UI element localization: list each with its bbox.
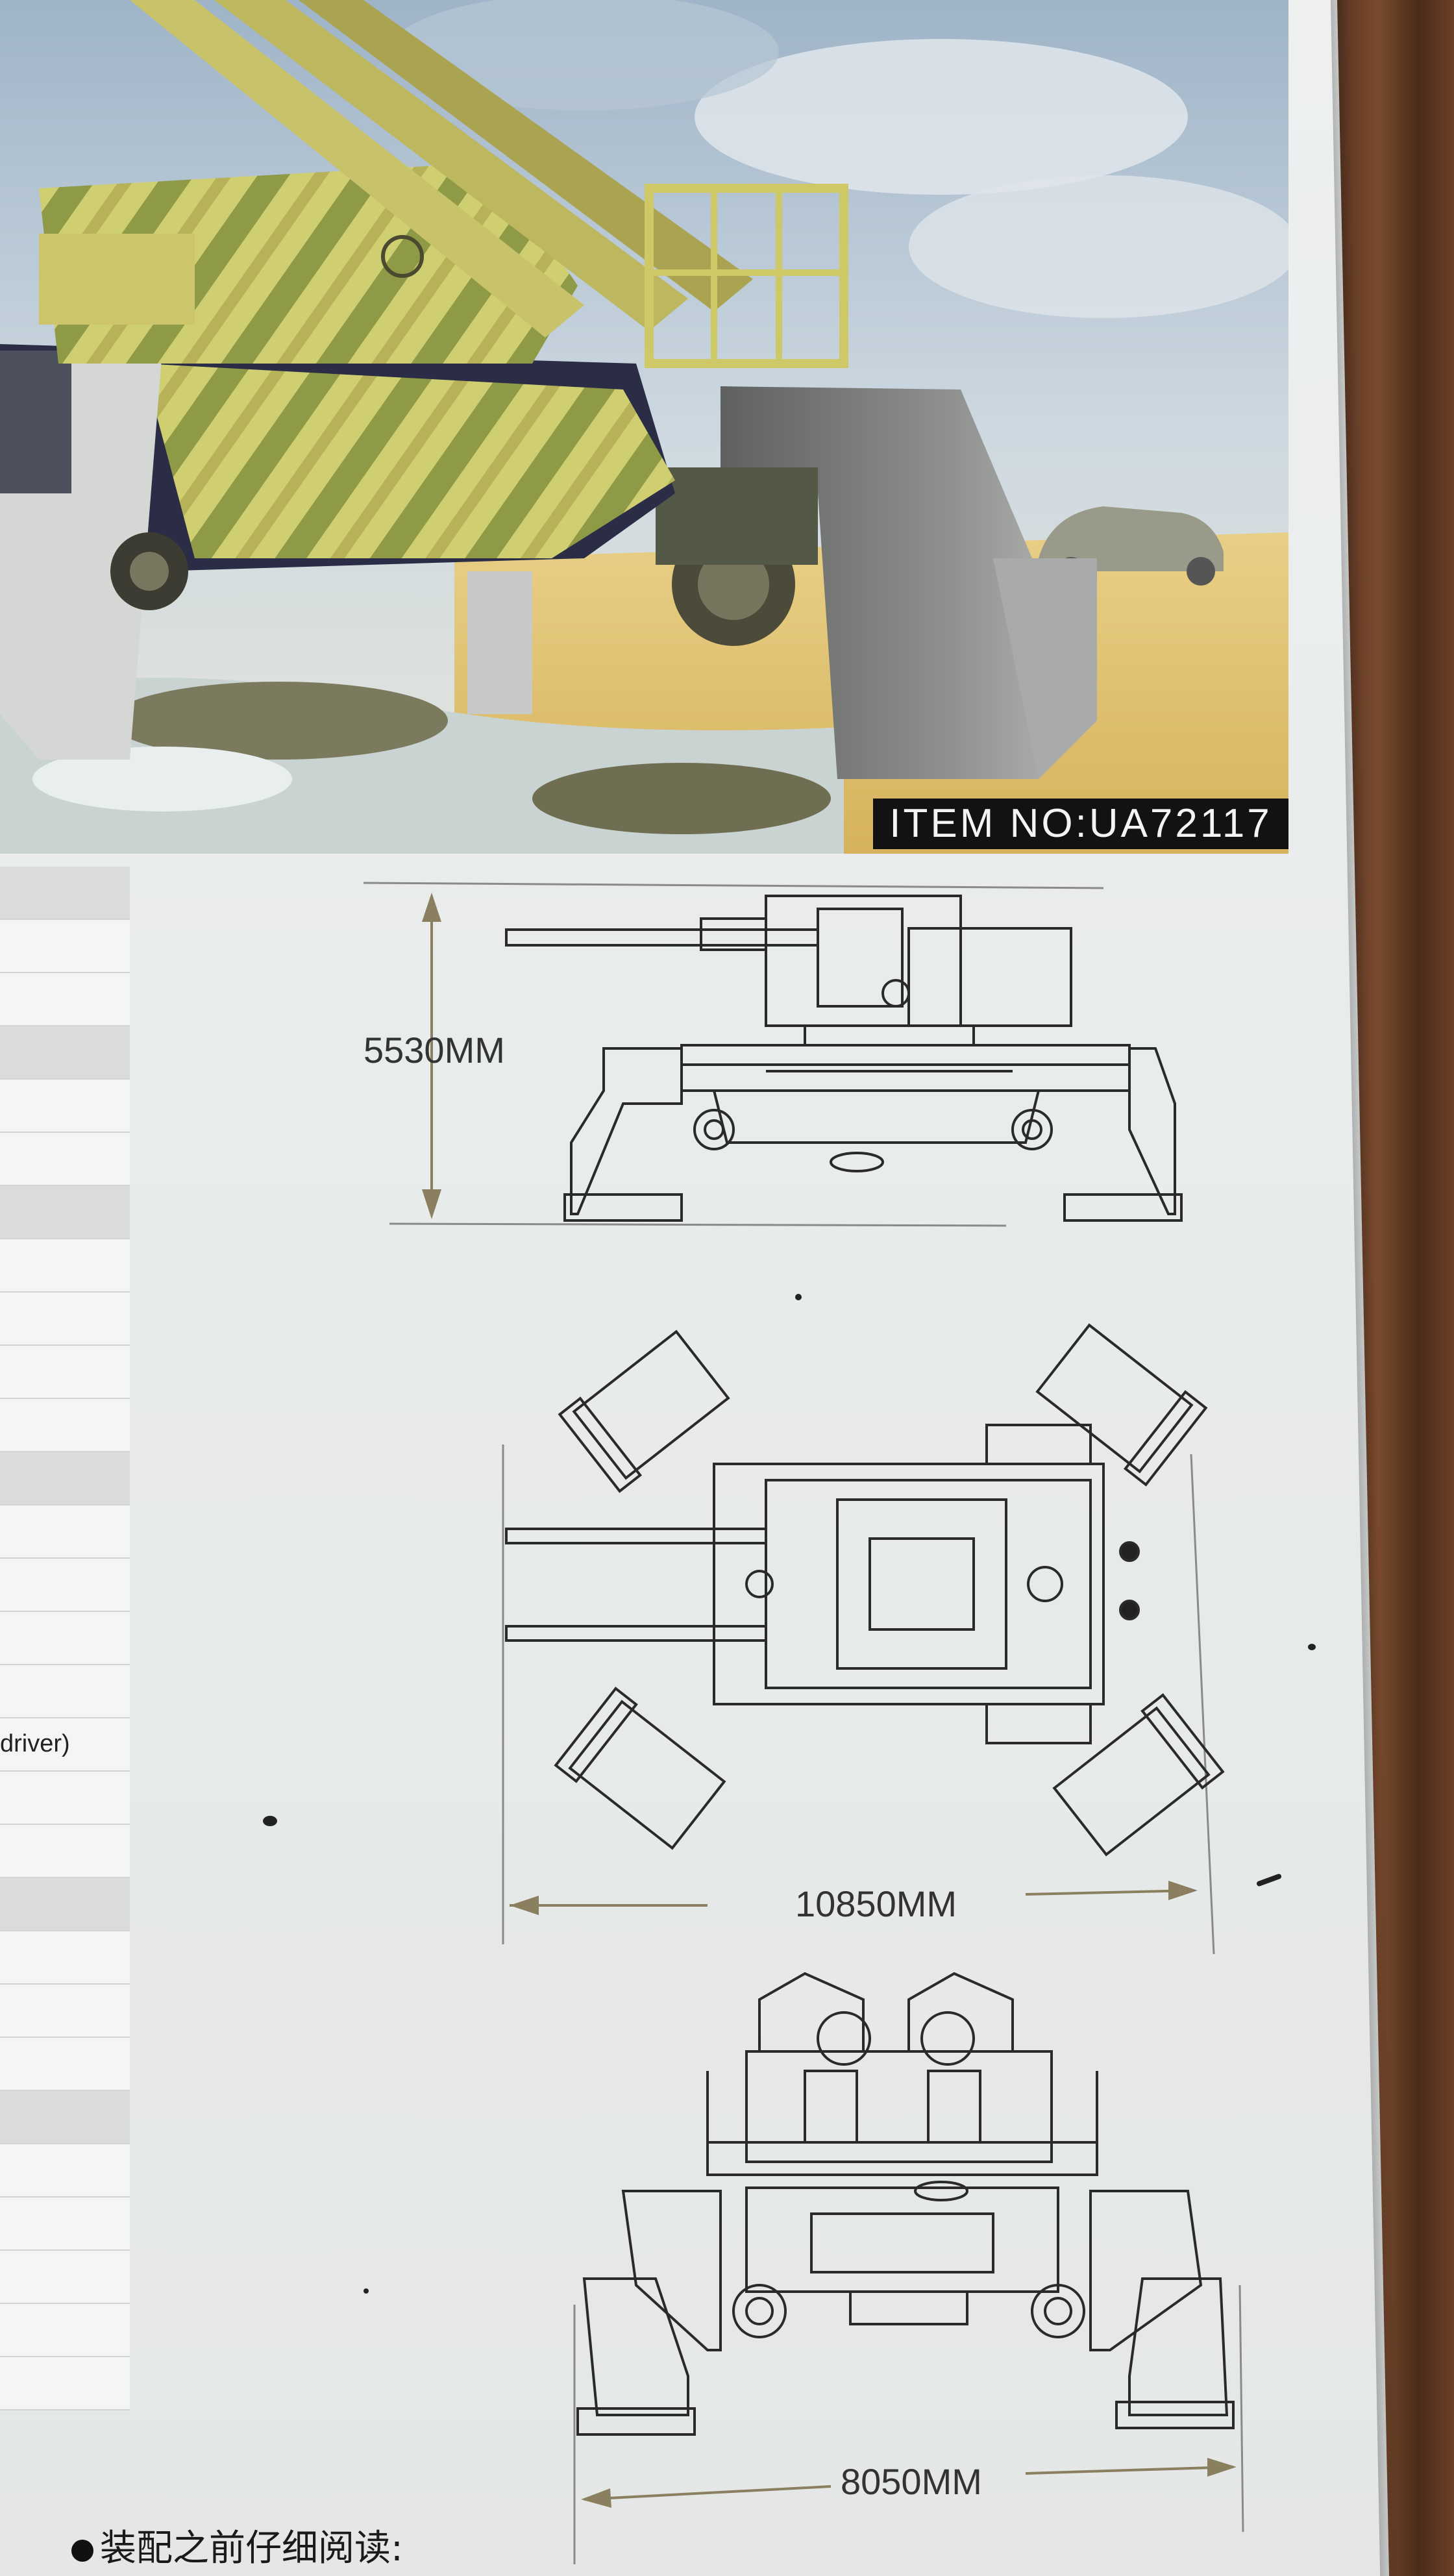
table-row <box>0 1293 130 1346</box>
paper-speck <box>795 1294 802 1300</box>
table-row <box>0 1452 130 1505</box>
spec-table: driver) <box>0 867 130 2410</box>
table-row <box>0 920 130 973</box>
front-view-width-label: 8050MM <box>841 2461 982 2502</box>
table-row <box>0 2144 130 2198</box>
assembly-instructions-heading: 装配之前仔细阅读: <box>71 2519 403 2571</box>
table-row <box>0 2198 130 2251</box>
table-row <box>0 867 130 920</box>
right-outrigger <box>656 386 1097 779</box>
table-row <box>0 1772 130 1825</box>
table-row <box>0 1080 130 1133</box>
table-row <box>0 1505 130 1559</box>
table-row <box>0 1825 130 1878</box>
table-row <box>0 2038 130 2091</box>
table-row <box>0 973 130 1026</box>
table-row <box>0 1186 130 1239</box>
table-row <box>0 1612 130 1665</box>
table-row <box>0 1133 130 1186</box>
assembly-heading-text: 装配之前仔细阅读: <box>100 2527 403 2570</box>
top-view-length-label: 10850MM <box>795 1883 957 1924</box>
paper-speck <box>263 1816 277 1826</box>
table-row <box>0 1665 130 1718</box>
table-row <box>0 2357 130 2410</box>
spec-cell-driver: driver) <box>0 1730 70 1757</box>
table-row: driver) <box>0 1718 130 1772</box>
top-view-drawing <box>502 1323 1225 1955</box>
flakpanzer-body <box>0 0 848 760</box>
table-row <box>0 1239 130 1293</box>
paper-speck <box>1308 1644 1316 1650</box>
box-art-illustration <box>0 0 1288 854</box>
table-row <box>0 1878 130 1931</box>
table-row <box>0 2304 130 2357</box>
table-row <box>0 1346 130 1399</box>
item-number-badge: ITEM NO:UA72117 <box>873 799 1288 849</box>
front-view-drawing <box>573 1972 1244 2564</box>
table-row <box>0 1026 130 1080</box>
table-row <box>0 2251 130 2304</box>
table-row <box>0 1985 130 2038</box>
table-row <box>0 2091 130 2144</box>
box-art-painting <box>0 0 1288 854</box>
side-view-height-label: 5530MM <box>364 1030 505 1071</box>
paper-speck <box>364 2288 369 2294</box>
side-view-drawing <box>363 882 1183 1227</box>
table-row <box>0 1931 130 1985</box>
table-row <box>0 1559 130 1612</box>
table-row <box>0 1399 130 1452</box>
bullet-icon <box>71 2539 93 2562</box>
